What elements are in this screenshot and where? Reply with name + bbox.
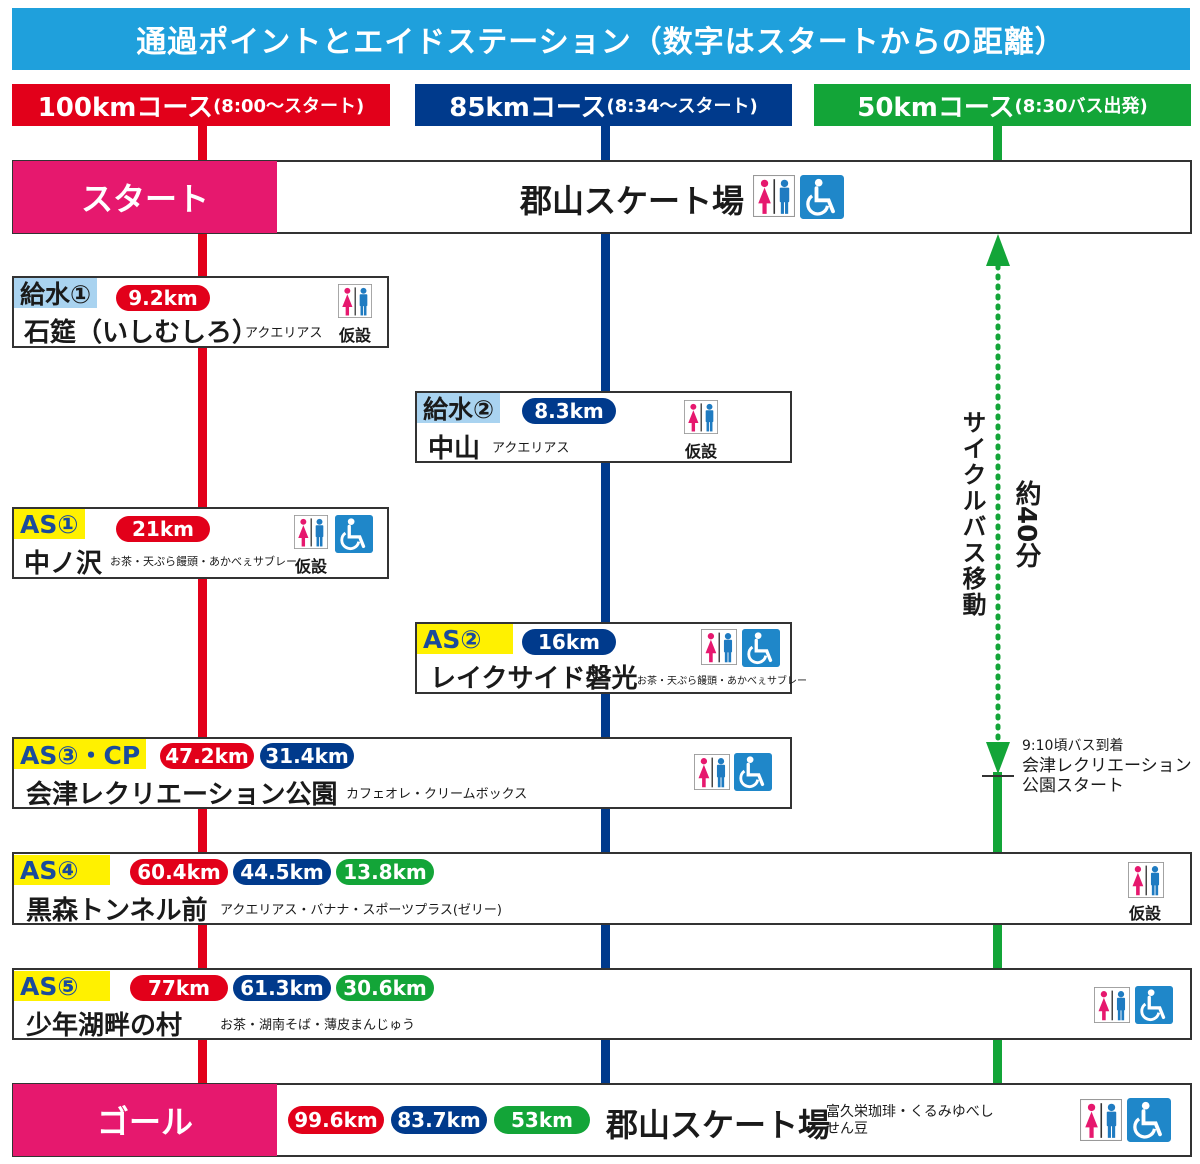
toilet-icon — [1128, 862, 1164, 898]
distance-100km: 9.2km — [116, 285, 210, 311]
distance-85km: 31.4km — [260, 743, 354, 769]
toilet-icon — [753, 175, 795, 217]
distance-50km: 30.6km — [336, 975, 434, 1001]
distance-85km: 8.3km — [522, 398, 616, 424]
bus-arrival-start: 公園スタート — [1022, 776, 1124, 796]
distance-100km: 60.4km — [130, 859, 228, 885]
station-tag: AS③・CP — [14, 739, 147, 770]
start-label: スタート — [13, 161, 277, 233]
station-tag: AS① — [14, 509, 85, 539]
course-sub: (8:30バス出発) — [1014, 96, 1148, 117]
station-tag: AS⑤ — [14, 971, 110, 1001]
page-title: 通過ポイントとエイドステーション（数字はスタートからの距離） — [12, 8, 1190, 70]
station-supplies: アクエリアス — [492, 441, 570, 456]
station-name: レイクサイド磐光 — [430, 664, 638, 694]
station-name: 石筵（いしむしろ） — [24, 318, 259, 348]
start-place: 郡山スケート場 — [520, 182, 745, 220]
course-sub: (8:00〜スタート) — [213, 96, 365, 117]
temporary-label: 仮設 — [685, 442, 718, 461]
toilet-icon — [694, 754, 730, 790]
station-supplies: カフェオレ・クリームボックス — [346, 787, 528, 802]
bus-duration-label: 約40分 — [1011, 480, 1041, 569]
route-line-85km — [601, 126, 610, 1086]
station-tag: 給水① — [14, 278, 98, 309]
distance-100km: 99.6km — [288, 1106, 384, 1134]
goal-label: ゴール — [13, 1084, 277, 1156]
toilet-icon — [684, 400, 718, 434]
course-name: 85kmコース — [449, 92, 607, 123]
bus-arrival-place: 会津レクリエーション — [1022, 756, 1192, 776]
distance-85km: 44.5km — [233, 859, 331, 885]
route-line-50km-upper — [993, 126, 1002, 162]
goal-place: 郡山スケート場 — [606, 1106, 831, 1144]
wheelchair-icon — [1127, 1098, 1171, 1142]
distance-100km: 77km — [130, 975, 228, 1001]
station-tag: AS④ — [14, 855, 110, 885]
distance-50km: 13.8km — [336, 859, 434, 885]
distance-100km: 47.2km — [160, 743, 254, 769]
toilet-icon — [701, 629, 737, 665]
station-supplies: お茶・天ぷら饅頭・あかべぇサブレー — [110, 555, 297, 568]
course-name: 100kmコース — [37, 92, 214, 123]
toilet-icon — [338, 284, 372, 318]
temporary-label: 仮設 — [1129, 904, 1162, 923]
station-tag: 給水② — [417, 393, 501, 424]
bus-arrival-note: 9:10頃バス到着 会津レクリエーション 公園スタート — [1022, 736, 1192, 796]
bus-move-label: サイクルバス移動 — [958, 410, 986, 618]
course-name: 50kmコース — [857, 92, 1015, 123]
distance-85km: 83.7km — [391, 1106, 487, 1134]
route-line-100km — [198, 126, 207, 1086]
course-header-85km: 85kmコース(8:34〜スタート) — [415, 84, 792, 126]
course-header-50km: 50kmコース(8:30バス出発) — [814, 84, 1191, 126]
station-supplies: アクエリアス・バナナ・スポーツプラス(ゼリー) — [220, 903, 502, 918]
course-header-100km: 100kmコース(8:00〜スタート) — [12, 84, 390, 126]
toilet-icon — [294, 515, 328, 549]
station-name: 黒森トンネル前 — [26, 896, 208, 926]
station-name: 少年湖畔の村 — [26, 1011, 183, 1041]
goal-supplies: 富久栄珈琲・くるみゆべし せん豆 — [826, 1104, 994, 1137]
station-tag: AS② — [417, 624, 513, 654]
wheelchair-icon — [1135, 986, 1173, 1024]
wheelchair-icon — [335, 515, 373, 553]
temporary-label: 仮設 — [295, 557, 328, 576]
station-supplies: アクエリアス — [245, 326, 323, 341]
station-name: 会津レクリエーション公園 — [26, 780, 338, 810]
distance-85km: 16km — [522, 629, 616, 655]
station-name: 中ノ沢 — [24, 549, 103, 579]
wheelchair-icon — [800, 175, 844, 219]
wheelchair-icon — [742, 629, 780, 667]
distance-100km: 21km — [116, 516, 210, 542]
wheelchair-icon — [734, 753, 772, 791]
bus-arrival-time: 9:10頃バス到着 — [1022, 738, 1124, 754]
temporary-label: 仮設 — [339, 326, 372, 345]
bus-transfer-arrow — [982, 234, 1014, 777]
toilet-icon — [1094, 987, 1130, 1023]
toilet-icon — [1080, 1099, 1122, 1141]
station-supplies: お茶・天ぷら饅頭・あかべぇサブレー — [637, 676, 807, 687]
course-sub: (8:34〜スタート) — [606, 96, 758, 117]
route-line-50km-lower — [993, 772, 1002, 1086]
station-name: 中山 — [428, 434, 481, 464]
distance-50km: 53km — [494, 1106, 590, 1134]
distance-85km: 61.3km — [233, 975, 331, 1001]
station-supplies: お茶・湖南そば・薄皮まんじゅう — [220, 1018, 416, 1033]
